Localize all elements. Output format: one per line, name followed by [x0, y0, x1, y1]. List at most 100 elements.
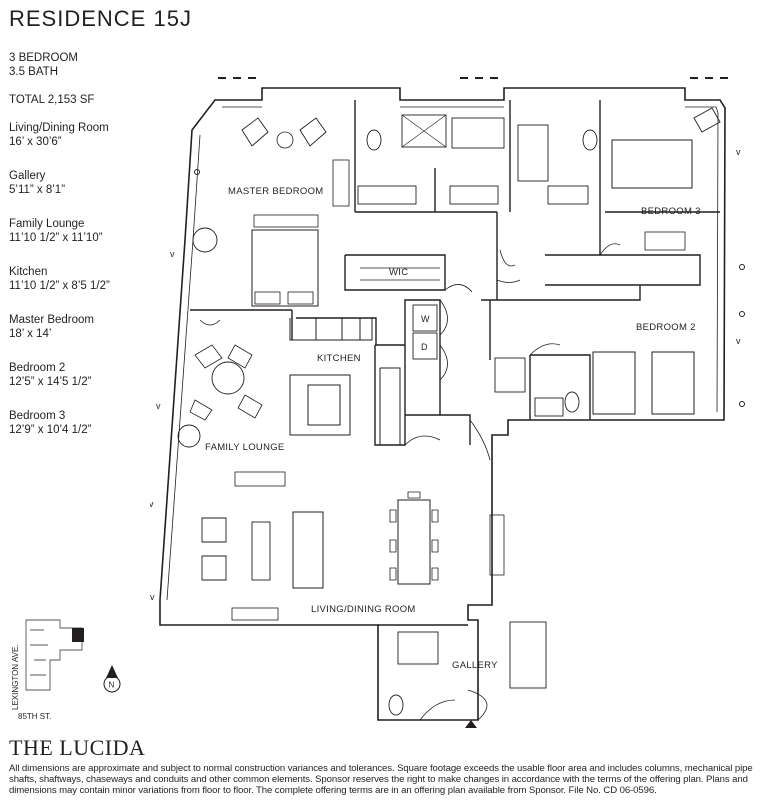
master-toilet [366, 129, 382, 151]
room-dim-bedroom-3: Bedroom 3 12’9” x 10’4 1/2” [9, 409, 169, 437]
room-dims: 12’9” x 10’4 1/2” [9, 424, 92, 436]
master-dresser [253, 214, 319, 228]
sofa [292, 511, 324, 589]
bedroom2-bath-shower [494, 357, 526, 393]
coffee-table [251, 521, 271, 581]
label-bedroom-3: BEDROOM 3 [641, 206, 701, 217]
room-name: Family Lounge [9, 218, 85, 230]
master-bed-pillows [254, 291, 281, 305]
bedroom2-bed-2 [651, 351, 695, 415]
room-name: Bedroom 2 [9, 362, 66, 374]
bedroom2-bed-1 [592, 351, 636, 415]
master-shower [401, 114, 447, 148]
window-marker [705, 77, 713, 79]
floor-plan: v v v v v v MASTER BEDROOM BEDROOM 3 BED… [150, 77, 745, 728]
master-round-table [192, 227, 218, 253]
label-kitchen: KITCHEN [317, 353, 361, 364]
column-marker [739, 264, 745, 270]
unit-highlight [72, 628, 84, 642]
label-wic: WIC [389, 267, 408, 278]
label-washer: W [421, 314, 430, 324]
north-label: N [109, 681, 115, 690]
street-lexington: LEXINGTON AVE. [11, 644, 20, 710]
window-marker [218, 77, 226, 79]
room-name: Living/Dining Room [9, 122, 109, 134]
window-marker-v: v [150, 592, 155, 602]
room-dim-kitchen: Kitchen 11’10 1/2” x 8’5 1/2” [9, 265, 169, 293]
door-swings [199, 243, 621, 721]
room-name: Bedroom 3 [9, 410, 66, 422]
total-square-feet: TOTAL 2,153 SF [9, 94, 95, 106]
dryer [412, 332, 438, 360]
room-name: Kitchen [9, 266, 48, 278]
bedroom3-bed [611, 139, 693, 189]
room-dims: 16’ x 30’6” [9, 136, 62, 148]
label-living-dining: LIVING/DINING ROOM [311, 604, 416, 615]
window-marker [233, 77, 241, 79]
master-desk [332, 159, 350, 207]
bath3-vanity [547, 185, 589, 205]
bedroom2-toilet [564, 391, 580, 413]
window-marker [690, 77, 698, 79]
lounge-round-table [177, 424, 201, 448]
dining-table [397, 499, 431, 585]
room-dim-family-lounge: Family Lounge 11’10 1/2” x 11’10” [9, 217, 169, 245]
lounge-bench [234, 471, 286, 487]
room-dim-master-bedroom: Master Bedroom 18’ x 14’ [9, 313, 169, 341]
key-plan: LEXINGTON AVE. 85TH ST. N [11, 619, 121, 721]
master-armchairs [241, 117, 327, 147]
label-bedroom-2: BEDROOM 2 [636, 322, 696, 333]
room-dims: 11’10 1/2” x 8’5 1/2” [9, 280, 110, 292]
room-name: Master Bedroom [9, 314, 95, 326]
washer [412, 304, 438, 332]
exterior-wall-inner [166, 106, 719, 601]
bedroom2-vanity [534, 397, 564, 417]
bedroom3-chair [693, 107, 721, 133]
master-bed-pillows [287, 291, 314, 305]
master-vanity [449, 185, 499, 205]
residence-title: RESIDENCE 15J [9, 6, 192, 31]
window-marker-v: v [150, 499, 154, 509]
media-console [489, 514, 505, 576]
bedroom3-desk [644, 231, 686, 251]
room-dims: 18’ x 14’ [9, 328, 52, 340]
gallery-closet [397, 631, 439, 665]
master-bed [251, 229, 319, 307]
entry-arrow-icon [465, 720, 477, 728]
label-dryer: D [421, 342, 428, 352]
master-tub [451, 117, 505, 149]
building-footprint [25, 619, 83, 691]
window-marker-v: v [156, 401, 161, 411]
wic-shelving [360, 267, 440, 281]
living-armchairs [201, 517, 227, 581]
brand-name: THE LUCIDA [9, 735, 146, 760]
lounge-dining-table [211, 361, 245, 395]
room-dim-gallery: Gallery 5’11” x 8’1” [9, 169, 169, 197]
exterior-wall [159, 87, 726, 721]
window-marker-v: v [170, 249, 175, 259]
label-gallery: GALLERY [452, 660, 498, 671]
specs-panel: 3 BEDROOM 3.5 BATH TOTAL 2,153 SF Living… [9, 51, 169, 457]
north-arrow-icon: N [103, 665, 121, 693]
column-marker [739, 311, 745, 317]
shower-x [401, 114, 447, 148]
window-marker [490, 77, 498, 79]
column-marker [194, 169, 200, 175]
street-85th: 85TH ST. [18, 712, 51, 721]
room-dims: 12’5” x 14’5 1/2” [9, 376, 92, 388]
room-dim-bedroom-2: Bedroom 2 12’5” x 14’5 1/2” [9, 361, 169, 389]
bedroom-count: 3 BEDROOM [9, 52, 79, 64]
lounge-chairs [189, 344, 263, 421]
gallery-cabinet [509, 621, 547, 689]
window-marker [460, 77, 468, 79]
window-marker [475, 77, 483, 79]
label-family-lounge: FAMILY LOUNGE [205, 442, 285, 453]
window-marker-v: v [736, 336, 741, 346]
window-marker [248, 77, 256, 79]
room-dims: 5’11” x 8’1” [9, 184, 66, 196]
interior-walls [190, 100, 720, 626]
label-master-bedroom: MASTER BEDROOM [228, 186, 324, 197]
room-dim-living-dining: Living/Dining Room 16’ x 30’6” [9, 121, 169, 149]
bath3-tub [517, 124, 549, 182]
bath-count: 3.5 BATH [9, 66, 58, 78]
